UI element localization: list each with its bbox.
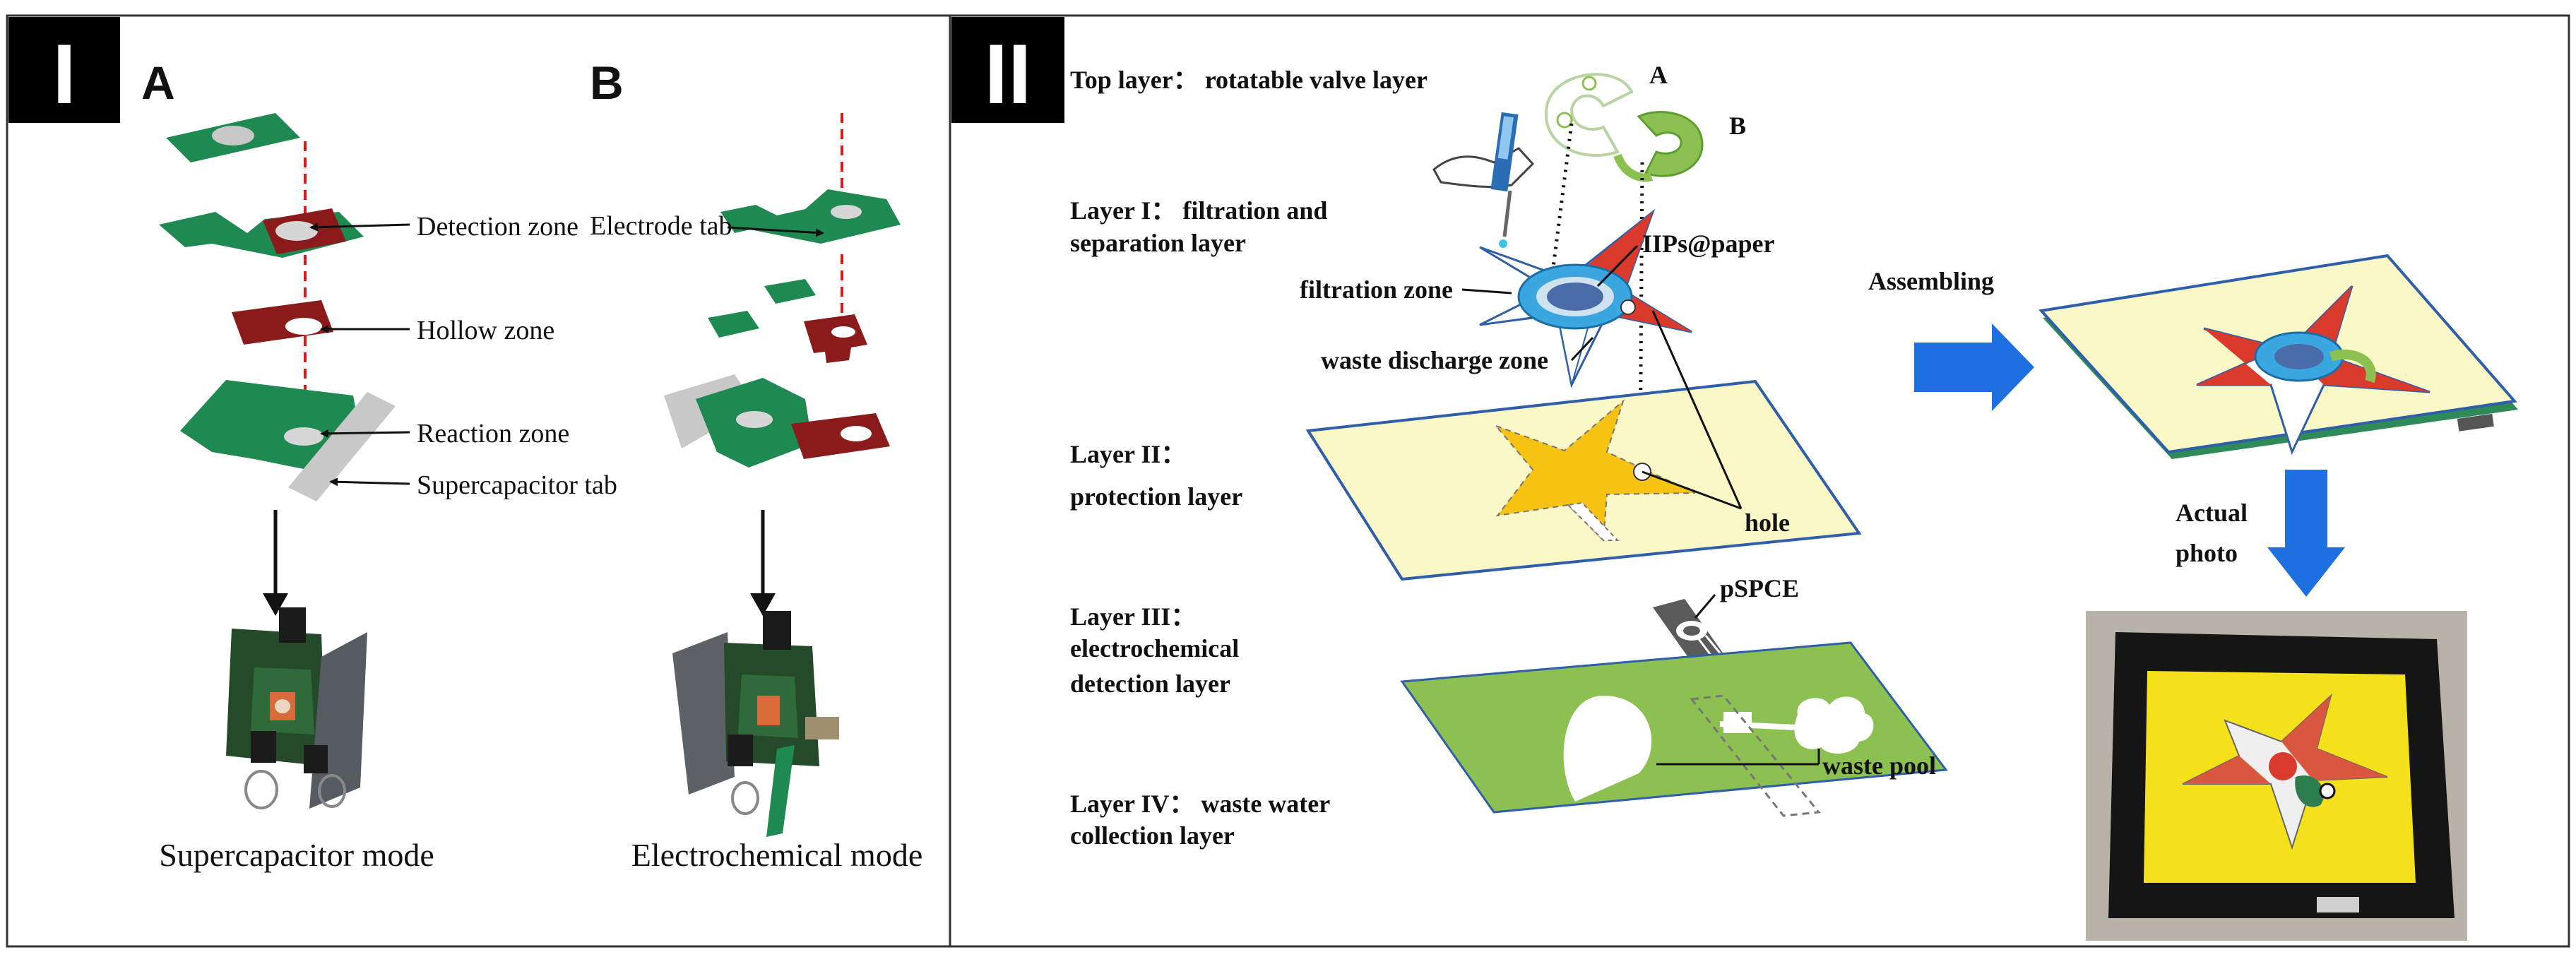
electrochemical-mode-caption: Electrochemical mode [631, 837, 923, 873]
layer-I-label-1: Layer I： filtration and [1070, 196, 1327, 225]
electrode-slot-outline [1690, 694, 1821, 817]
layer-IV-label-2: collection layer [1070, 821, 1235, 850]
protection-star [1493, 398, 1696, 542]
pspce-label: pSPCE [1720, 574, 1799, 602]
layer-III-label-1: Layer III： [1070, 602, 1196, 631]
actual-photo-arrow [2267, 470, 2345, 597]
layer-III-label-2: electrochemical [1070, 634, 1239, 662]
waste-pool-node [1723, 712, 1752, 733]
hole-leader-2 [1651, 310, 1743, 509]
iips-leader [1596, 244, 1639, 287]
collection-layer-sheet [1400, 641, 1948, 814]
red-tab-B-hole [841, 426, 872, 441]
hollow-zone-label: Hollow zone [417, 316, 554, 345]
subpanel-B-letter: B [590, 57, 624, 109]
layer-I-label-2: separation layer [1070, 229, 1246, 257]
hollow-piece-B [804, 314, 867, 363]
bottom-sheet-B-spot [736, 411, 773, 428]
electrode-tab-label: Electrode tab [590, 211, 732, 241]
panel-II-numeral-box [951, 17, 1064, 123]
valve-B-label: B [1729, 112, 1746, 140]
assembling-label: Assembling [1868, 267, 1994, 295]
assembly-arrow-B-head [750, 593, 776, 616]
hole-leader-1 [1642, 470, 1742, 510]
subpanel-A-exploded-device [159, 113, 396, 501]
supercapacitor-tab-leader [329, 477, 410, 487]
waste-pool-cloud [1794, 696, 1874, 754]
assembled-device [2038, 254, 2518, 459]
reaction-zone-spot [284, 427, 324, 446]
filtration-zone-leader [1461, 288, 1512, 295]
supercapacitor-device-photo [226, 607, 367, 809]
assembly-arrow-A-head [263, 593, 288, 616]
layer-IV-label-1: Layer IV： waste water [1070, 790, 1330, 818]
hollow-piece-B-hole [831, 326, 855, 338]
reaction-zone-label: Reaction zone [417, 419, 569, 448]
panel-II-numeral: II [985, 27, 1032, 121]
assembling-arrow [1914, 323, 2034, 411]
detection-zone-spot [275, 221, 318, 241]
actual-photo-label-1: Actual [2176, 499, 2248, 527]
electrochemical-device-photo [672, 611, 839, 837]
electrode-tab-leader [727, 226, 824, 237]
waste-discharge-zone-label: waste discharge zone [1321, 346, 1548, 374]
valve-A-label: A [1649, 61, 1668, 89]
top-sheet-hole-A [212, 126, 254, 145]
electrode-sheet-B-spot [831, 205, 862, 219]
valve-B [1613, 111, 1704, 182]
valve-A [1544, 73, 1634, 157]
top-layer-label: Top layer： rotatable valve layer [1070, 66, 1428, 94]
subpanel-A-letter: A [141, 57, 175, 109]
hole-label: hole [1745, 509, 1790, 537]
waste-drop-shape [1563, 696, 1652, 802]
panel-I-numeral-box [8, 17, 120, 123]
pipette-hand-icon [1432, 112, 1535, 248]
pspce-leader [1694, 594, 1716, 619]
layer-III-label-3: detection layer [1070, 670, 1230, 698]
actual-photo-label-2: photo [2176, 539, 2238, 567]
layer-II-label-2: protection layer [1070, 482, 1242, 511]
waste-pool-label: waste pool [1822, 751, 1936, 780]
hollow-zone-hole [285, 318, 322, 335]
reaction-sheet-A [180, 380, 360, 472]
panel-I-frame [6, 14, 951, 948]
waste-discharge-leader [1570, 336, 1594, 362]
reaction-zone-leader [320, 429, 410, 438]
panel-I-numeral: I [52, 27, 76, 121]
small-piece-B1 [764, 279, 816, 304]
small-piece-B2 [708, 311, 759, 338]
red-tab-B [791, 413, 890, 459]
detection-zone-label: Detection zone [417, 212, 578, 242]
layer-II-label-1: Layer II： [1070, 440, 1186, 468]
protection-star-tail [1566, 501, 1620, 541]
iips-label: IIPs@paper [1642, 230, 1775, 258]
actual-device-photo [2086, 611, 2467, 941]
detection-zone-leader [309, 222, 410, 232]
supercapacitor-mode-caption: Supercapacitor mode [159, 837, 434, 873]
filtration-zone-label: filtration zone [1300, 275, 1453, 304]
supercapacitor-tab-label: Supercapacitor tab [417, 470, 617, 500]
supercapacitor-tab [288, 392, 396, 501]
